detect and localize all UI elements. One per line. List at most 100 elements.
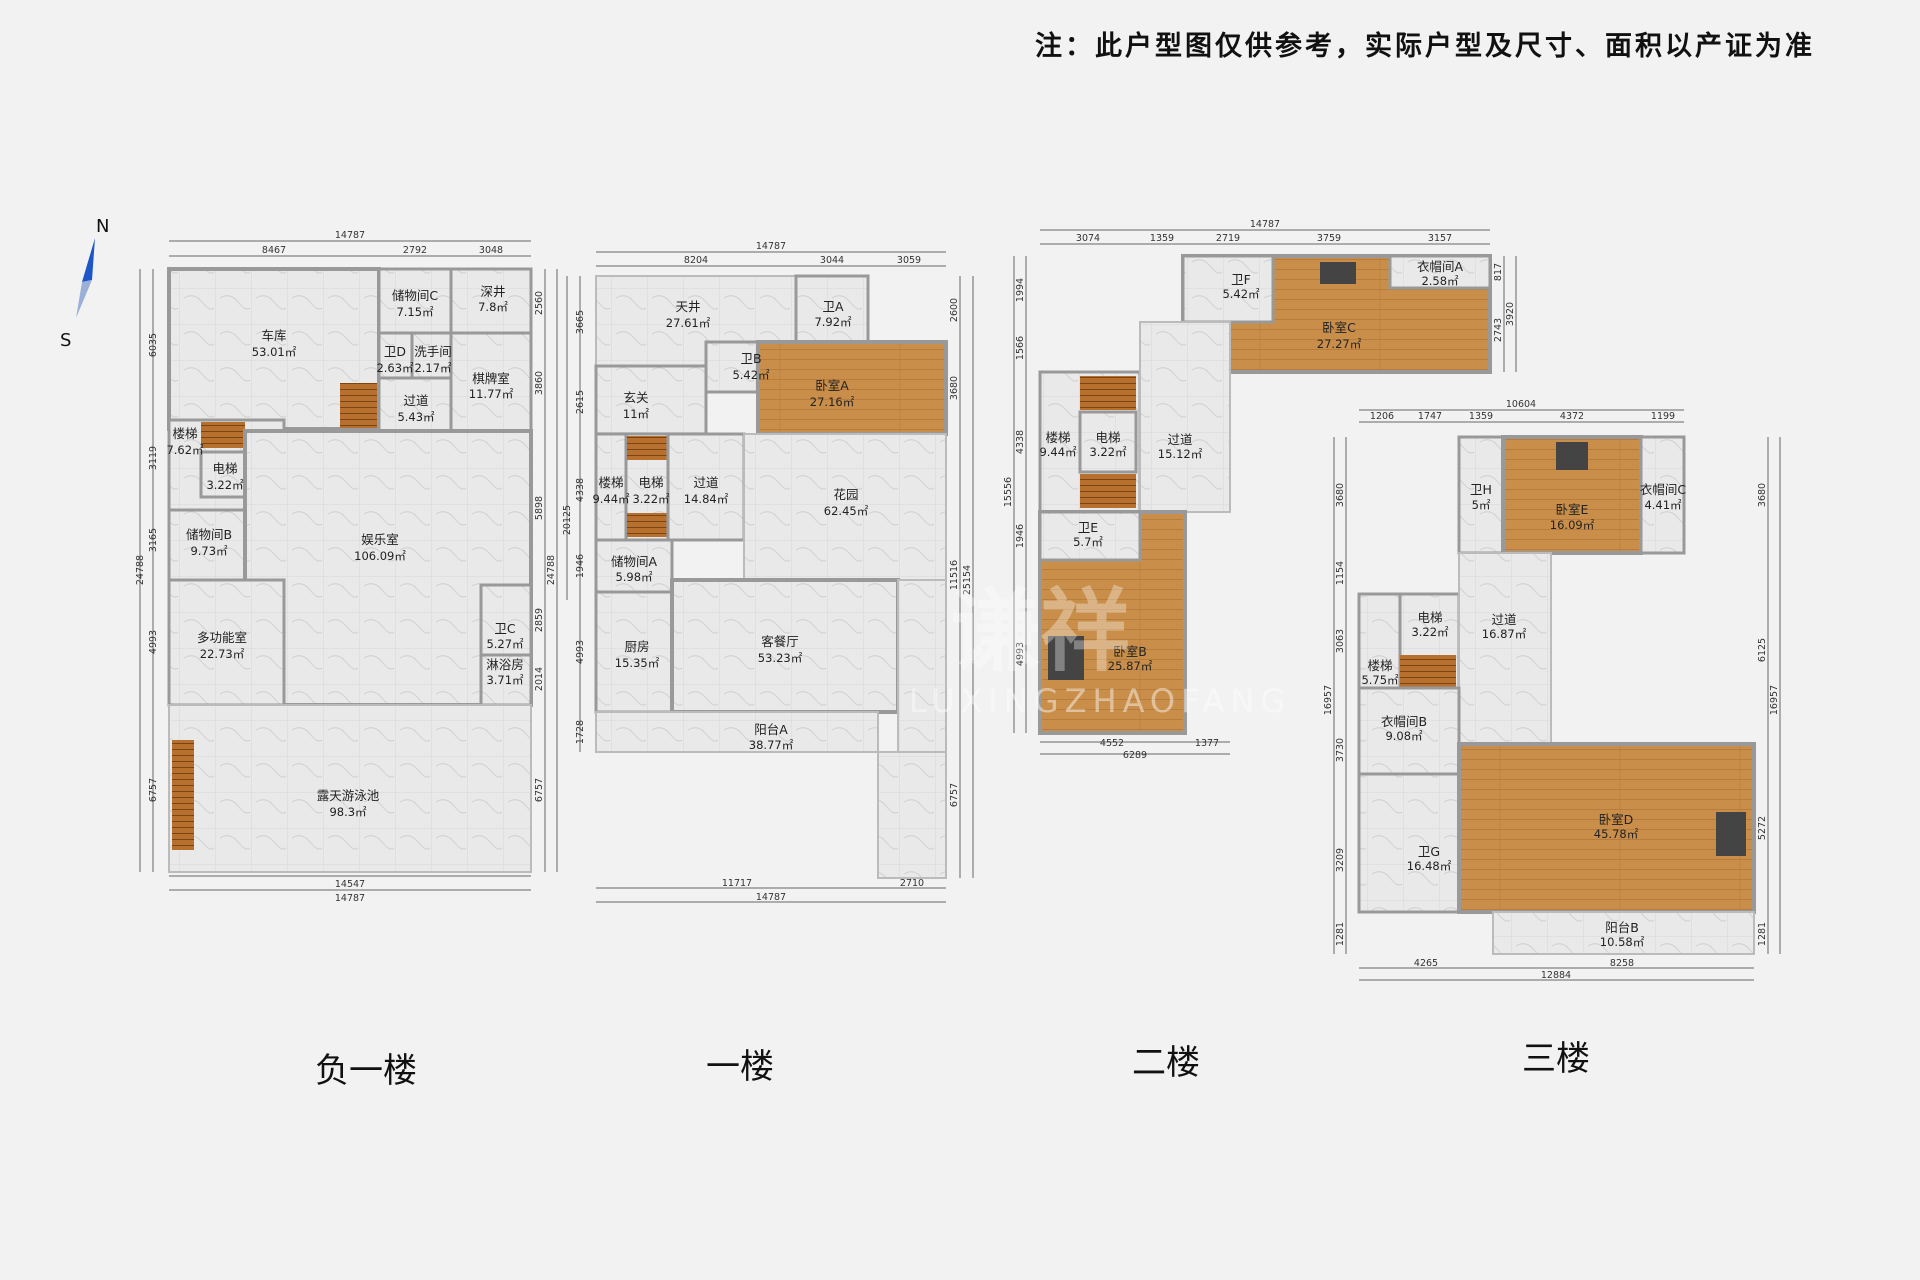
dimension-label: 4993 bbox=[148, 630, 159, 654]
dimension-label: 6757 bbox=[949, 783, 960, 807]
room-label-name: 储物间B bbox=[186, 527, 232, 542]
room-label-area: 3.22㎡ bbox=[1089, 445, 1127, 459]
bed-icon bbox=[1048, 636, 1084, 680]
room-label-name: 电梯 bbox=[1095, 430, 1120, 445]
room-label-area: 16.09㎡ bbox=[1550, 518, 1595, 532]
room-balcony-a-ext bbox=[877, 751, 947, 879]
dimension-label: 10604 bbox=[1506, 399, 1536, 410]
dimension-label: 1946 bbox=[575, 554, 586, 578]
stairs-f2-bottom bbox=[1080, 474, 1136, 508]
room-label-name: 楼梯 bbox=[172, 426, 197, 441]
room-label-name: 洗手间 bbox=[414, 344, 452, 359]
room-label-area: 9.73㎡ bbox=[190, 544, 228, 558]
dimension-label: 3680 bbox=[1335, 483, 1346, 507]
room-balcony-a bbox=[595, 711, 879, 753]
dimension-label: 14547 bbox=[335, 879, 365, 890]
dimension-label: 3059 bbox=[897, 255, 921, 266]
room-label-name: 过道 bbox=[1491, 612, 1517, 627]
dimension-label: 2710 bbox=[900, 878, 924, 889]
room-corridor bbox=[1139, 321, 1231, 513]
stairs-f1-top bbox=[627, 436, 667, 460]
room-label-name: 天井 bbox=[675, 299, 700, 314]
room-label-name: 露天游泳池 bbox=[317, 788, 380, 803]
pool-steps bbox=[172, 740, 194, 850]
dimension-label: 14787 bbox=[335, 893, 365, 904]
compass-south-label: S bbox=[60, 330, 71, 351]
room-pool bbox=[168, 704, 532, 873]
dimension-label: 1946 bbox=[1015, 524, 1026, 548]
room-label-name: 衣帽间B bbox=[1381, 714, 1427, 729]
room-label-name: 淋浴房 bbox=[486, 657, 524, 672]
room-multi-function bbox=[167, 578, 286, 707]
room-label-name: 楼梯 bbox=[598, 475, 623, 490]
room-elevator bbox=[1078, 410, 1138, 474]
floor-3-dimensions: 10604 1206 1747 1359 4372 1199 3680 1154… bbox=[1323, 399, 1781, 981]
floor-1: 天井 27.61㎡ 卫A 7.92㎡ 卫B 5.42㎡ 卧室A 27.16㎡ 玄… bbox=[562, 241, 974, 1087]
room-label-area: 5.7㎡ bbox=[1073, 535, 1103, 549]
dimension-label: 24788 bbox=[135, 555, 146, 585]
floor-title: 三楼 bbox=[1522, 1039, 1590, 1079]
room-label-area: 7.62㎡ bbox=[166, 443, 204, 457]
dimension-label: 1281 bbox=[1757, 922, 1768, 946]
room-label-name: 厨房 bbox=[624, 639, 649, 654]
room-label-area: 38.77㎡ bbox=[749, 738, 794, 752]
dimension-label: 1206 bbox=[1370, 411, 1394, 422]
room-label-area: 98.3㎡ bbox=[329, 805, 367, 819]
room-label-area: 9.44㎡ bbox=[592, 492, 630, 506]
compass-north-label: N bbox=[96, 216, 109, 237]
room-label-area: 15.12㎡ bbox=[1158, 447, 1203, 461]
room-label-area: 10.58㎡ bbox=[1600, 935, 1645, 949]
room-label-area: 2.63㎡ bbox=[376, 361, 414, 375]
dimension-label: 2600 bbox=[949, 298, 960, 322]
dimension-label: 3048 bbox=[479, 245, 503, 256]
room-bedroom-d bbox=[1457, 742, 1756, 914]
room-label-area: 5.27㎡ bbox=[486, 637, 524, 651]
room-label-area: 15.35㎡ bbox=[615, 656, 660, 670]
dimension-label: 11717 bbox=[722, 878, 752, 889]
room-label-name: 卧室D bbox=[1599, 812, 1634, 827]
dimension-label: 4552 bbox=[1100, 738, 1124, 749]
room-bath-h bbox=[1457, 435, 1505, 555]
dimension-label: 3730 bbox=[1335, 738, 1346, 762]
room-label-area: 27.27㎡ bbox=[1317, 337, 1362, 351]
dimension-label: 4372 bbox=[1560, 411, 1584, 422]
floor-b1: 车库 53.01㎡ 储物间C 7.15㎡ 深井 7.8㎡ 卫D 2.63㎡ 洗手… bbox=[135, 230, 558, 1091]
dimension-label: 3665 bbox=[575, 310, 586, 334]
dimension-label: 1377 bbox=[1195, 738, 1219, 749]
room-label-name: 过道 bbox=[1167, 432, 1193, 447]
room-label-name: 储物间A bbox=[611, 554, 658, 569]
room-label-area: 106.09㎡ bbox=[354, 549, 406, 563]
room-label-name: 阳台B bbox=[1605, 920, 1639, 935]
room-label-area: 3.22㎡ bbox=[632, 492, 670, 506]
room-label-name: 卫E bbox=[1078, 520, 1099, 535]
room-label-area: 16.48㎡ bbox=[1407, 859, 1452, 873]
room-label-area: 53.23㎡ bbox=[758, 651, 803, 665]
room-label-name: 玄关 bbox=[623, 390, 648, 405]
room-label-name: 卫B bbox=[740, 351, 761, 366]
dimension-label: 4338 bbox=[1015, 430, 1026, 454]
room-label-name: 深井 bbox=[480, 284, 505, 299]
room-garden bbox=[743, 433, 947, 581]
room-label-name: 衣帽间C bbox=[1640, 482, 1687, 497]
room-label-name: 电梯 bbox=[212, 461, 237, 476]
dimension-label: 20125 bbox=[562, 505, 573, 535]
room-label-name: 过道 bbox=[693, 475, 719, 490]
dimension-label: 8467 bbox=[262, 245, 286, 256]
room-stairs bbox=[1357, 592, 1402, 690]
room-label-name: 卧室E bbox=[1556, 502, 1589, 517]
room-label-area: 5.42㎡ bbox=[732, 368, 770, 382]
room-label-area: 3.71㎡ bbox=[486, 673, 524, 687]
room-label-name: 楼梯 bbox=[1367, 658, 1392, 673]
dimension-label: 1994 bbox=[1015, 278, 1026, 302]
stairs-f2-top bbox=[1080, 376, 1136, 410]
bed-icon bbox=[1556, 442, 1588, 470]
dimension-label: 3119 bbox=[148, 446, 159, 470]
floor-1-dimensions: 14787 8204 3044 3059 3665 2615 4338 1946… bbox=[562, 241, 974, 903]
room-label-area: 5㎡ bbox=[1472, 498, 1491, 512]
floor-2: 卫F 5.42㎡ 卧室C 27.27㎡ 衣帽间A 2.58㎡ 楼梯 9.44㎡ … bbox=[1003, 219, 1517, 1083]
room-label-area: 16.87㎡ bbox=[1482, 627, 1527, 641]
dimension-label: 5272 bbox=[1757, 816, 1768, 840]
dimension-label: 6125 bbox=[1757, 638, 1768, 662]
dimension-label: 2719 bbox=[1216, 233, 1240, 244]
room-label-name: 电梯 bbox=[638, 475, 663, 490]
